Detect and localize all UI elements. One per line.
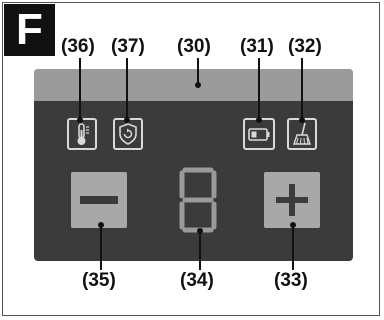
callout-37: (37) — [111, 36, 145, 57]
leader-dot-33 — [290, 222, 296, 228]
leader-36 — [79, 58, 81, 120]
leader-35 — [100, 224, 102, 270]
panel-top-band — [34, 69, 353, 101]
minus-icon — [80, 196, 118, 204]
shield-refresh-icon[interactable] — [113, 118, 143, 150]
digit-display: 8 — [176, 166, 220, 234]
battery-icon[interactable] — [243, 118, 275, 150]
leader-dot-36 — [77, 117, 83, 123]
leader-dot-34 — [197, 228, 203, 234]
callout-32: (32) — [288, 36, 322, 57]
thermometer-icon[interactable] — [67, 118, 97, 150]
plus-button[interactable] — [264, 172, 320, 228]
plus-icon — [264, 172, 320, 228]
callout-34: (34) — [180, 270, 214, 291]
leader-dot-31 — [256, 117, 262, 123]
callout-35: (35) — [82, 270, 116, 291]
callout-36: (36) — [61, 36, 95, 57]
leader-dot-32 — [299, 117, 305, 123]
leader-32 — [301, 58, 303, 120]
leader-37 — [126, 58, 128, 120]
callout-30: (30) — [177, 36, 211, 57]
callout-31: (31) — [240, 36, 274, 57]
callout-33: (33) — [274, 270, 308, 291]
minus-button[interactable] — [71, 172, 127, 228]
leader-33 — [292, 224, 294, 270]
leader-31 — [258, 58, 260, 120]
leader-dot-35 — [98, 222, 104, 228]
figure-letter-badge: F — [4, 4, 55, 56]
leader-30 — [197, 58, 199, 85]
leader-dot-30 — [195, 82, 201, 88]
broom-icon[interactable] — [287, 118, 317, 150]
leader-dot-37 — [124, 117, 130, 123]
leader-34 — [199, 230, 201, 270]
